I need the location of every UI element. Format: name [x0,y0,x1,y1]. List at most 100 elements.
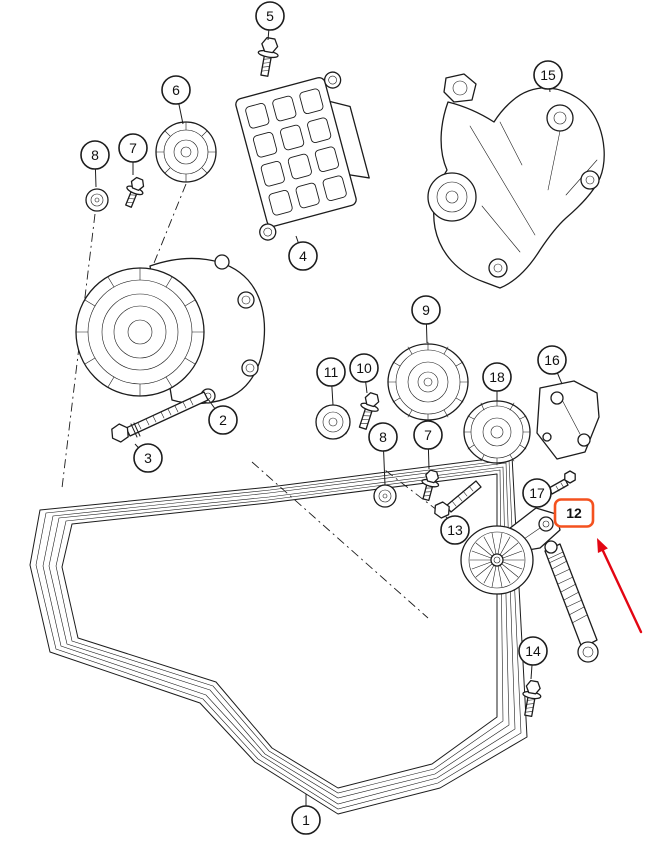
bolt-7-left [125,176,145,208]
center-line [251,461,429,619]
belt-outer-edge [29,455,528,815]
bolt-threads [555,482,565,492]
callout-7-3[interactable] [118,133,148,163]
pulley-rim [387,343,469,421]
bracket-hole [307,117,332,144]
spacer-side [345,409,351,435]
alternator-pulley-ribs [75,267,205,397]
callout-10-9[interactable] [349,353,379,383]
pulley-ring [482,417,512,447]
bracket-ear-hole [452,80,468,96]
alternator-lug [241,359,259,377]
alternator-pulley-ring [101,293,179,371]
pulley-hub [423,377,433,387]
alternator-pulley-ring [113,305,167,359]
callout-8-2[interactable] [80,140,110,170]
bracket-plate [536,380,600,460]
callout-label-5-0: 5 [266,8,274,24]
callout-label-15-4: 15 [540,67,556,83]
callout-8-13[interactable] [368,422,398,452]
bracket-hole [546,104,574,132]
pulley-ribs [155,121,217,183]
pulley-ring [407,361,449,403]
callout-label-1-18: 1 [302,812,310,828]
alternator-lug [214,254,230,270]
bracket-ear-hole [328,75,337,85]
bracket-hole [245,103,270,129]
callout-label-9-6: 9 [422,302,430,318]
bracket-ear [323,71,342,89]
bolt-head [425,469,440,484]
callout-15-4[interactable] [533,60,563,90]
cap-center [94,197,100,203]
callout-17-16[interactable] [522,478,552,508]
pulley-ring [417,371,439,393]
alternator-pulley [75,267,205,397]
callout-11-8[interactable] [316,357,346,387]
callout-14-17[interactable] [518,636,548,666]
bolt-shaft [524,695,536,718]
highlight-label-12: 12 [566,505,582,521]
pulley-hub [490,425,504,439]
serpentine-belt [29,455,528,815]
bracket-ear [443,73,477,103]
callout-9-6[interactable] [411,295,441,325]
callout-label-2-7: 2 [219,412,227,428]
spacer-11 [315,404,351,440]
highlight-box-12[interactable] [553,498,595,528]
bolt-13 [434,480,482,519]
tensioner-pivot-hole [542,520,550,528]
bolt-threads [423,487,433,497]
bolt-threads [360,411,372,424]
callout-label-10-9: 10 [356,360,372,376]
bracket-hole-inner [553,111,567,125]
callout-16-12[interactable] [537,345,567,375]
bolt-threads [137,398,194,430]
callout-label-11-8: 11 [324,364,339,380]
callout-3-10[interactable] [133,443,163,473]
alternator-shaft [127,319,153,345]
callout-label-14-17: 14 [525,643,541,659]
alternator-lug-hole [241,295,251,305]
damper-bottom-eye-hole [582,646,594,658]
bracket-hole [577,433,591,447]
callout-2-7[interactable] [208,405,238,435]
bolt-head [525,679,541,695]
bolt-head [564,470,576,484]
cap-inner [378,489,392,503]
bracket-4 [235,71,370,241]
tensioner-pulley-hub [490,553,504,567]
spacer-inner [322,411,344,433]
damper-collar [547,551,565,564]
damper-top-eye [544,540,558,554]
damper-spring [551,560,588,624]
bracket-hole-inner [493,263,503,273]
pointer-arrow-line [601,549,643,634]
alternator-lug [237,291,255,309]
callout-1-18[interactable] [291,805,321,835]
callout-7-14[interactable] [413,420,443,450]
bolt-collar [130,422,141,438]
pointer-arrow-head [597,538,608,554]
callout-4-5[interactable] [288,241,318,271]
alternator-lug-hole [245,363,255,373]
bracket-hole [314,146,339,173]
callout-label-13-15: 13 [447,522,463,538]
belt-rib [42,462,516,805]
center-line [151,183,187,269]
cap-inner [90,193,104,207]
bracket-hole [260,160,285,187]
bolt-shaft [445,480,482,513]
callout-18-11[interactable] [482,362,512,392]
bracket-hole [287,153,312,180]
callout-label-6-1: 6 [172,82,180,98]
idler-pulley-6 [155,121,217,183]
callout-13-15[interactable] [440,515,470,545]
damper-bottom-eye [577,641,599,663]
belt-rib [48,466,510,799]
pulley-hub [180,146,192,158]
callout-5-0[interactable] [255,1,285,31]
callout-6-1[interactable] [161,75,191,105]
